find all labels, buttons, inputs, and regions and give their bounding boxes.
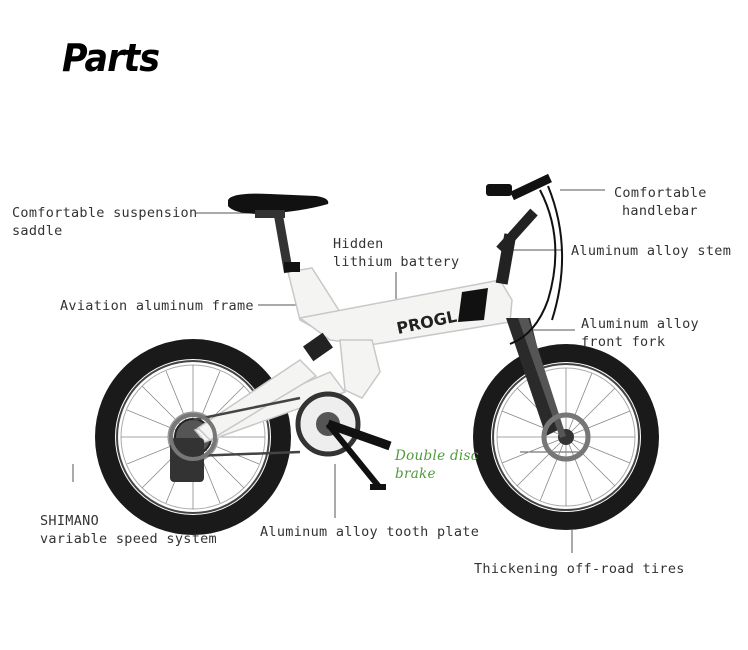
label-gears-line-1: SHIMANO	[40, 513, 99, 529]
leader-lines	[72, 189, 605, 553]
label-battery: Hidden lithium battery	[333, 235, 459, 271]
label-brake-line-2: brake	[395, 466, 436, 482]
rear-wheel	[95, 339, 291, 535]
label-handlebar-line-1: Comfortable	[614, 185, 707, 201]
label-tooth-plate: Aluminum alloy tooth plate	[260, 524, 480, 540]
label-saddle: Comfortable suspension saddle	[12, 204, 197, 240]
label-saddle-line-2: saddle	[12, 223, 63, 239]
rear-shock	[303, 332, 333, 362]
label-fork: Aluminum alloy front fork	[581, 315, 699, 351]
label-fork-line-2: front fork	[581, 334, 666, 350]
label-handlebar: Comfortable handlebar	[614, 184, 707, 220]
label-battery-line-1: Hidden	[333, 236, 384, 252]
stem-handlebar	[486, 173, 563, 345]
page-title: Parts	[62, 36, 160, 80]
chainring	[295, 391, 392, 490]
label-gears-line-2: variable speed system	[40, 531, 217, 547]
label-frame: Aviation aluminum frame	[60, 298, 254, 314]
battery-cover	[458, 288, 488, 322]
label-battery-line-2: lithium battery	[333, 254, 460, 270]
label-saddle-line-1: Comfortable suspension	[12, 205, 198, 221]
frame	[193, 267, 513, 443]
label-stem: Aluminum alloy stem	[571, 243, 732, 259]
label-fork-line-1: Aluminum alloy	[581, 316, 699, 332]
saddle-assembly	[228, 193, 329, 274]
front-wheel	[473, 344, 659, 530]
label-handlebar-line-2: handlebar	[622, 203, 698, 219]
label-brake: Double disc brake	[395, 447, 479, 483]
front-fork	[506, 318, 566, 438]
rear-disc	[169, 413, 217, 461]
front-disc	[541, 412, 591, 462]
label-gears: SHIMANO variable speed system	[40, 512, 217, 548]
label-tires: Thickening off-road tires	[474, 561, 685, 577]
label-brake-line-1: Double disc	[395, 448, 479, 464]
